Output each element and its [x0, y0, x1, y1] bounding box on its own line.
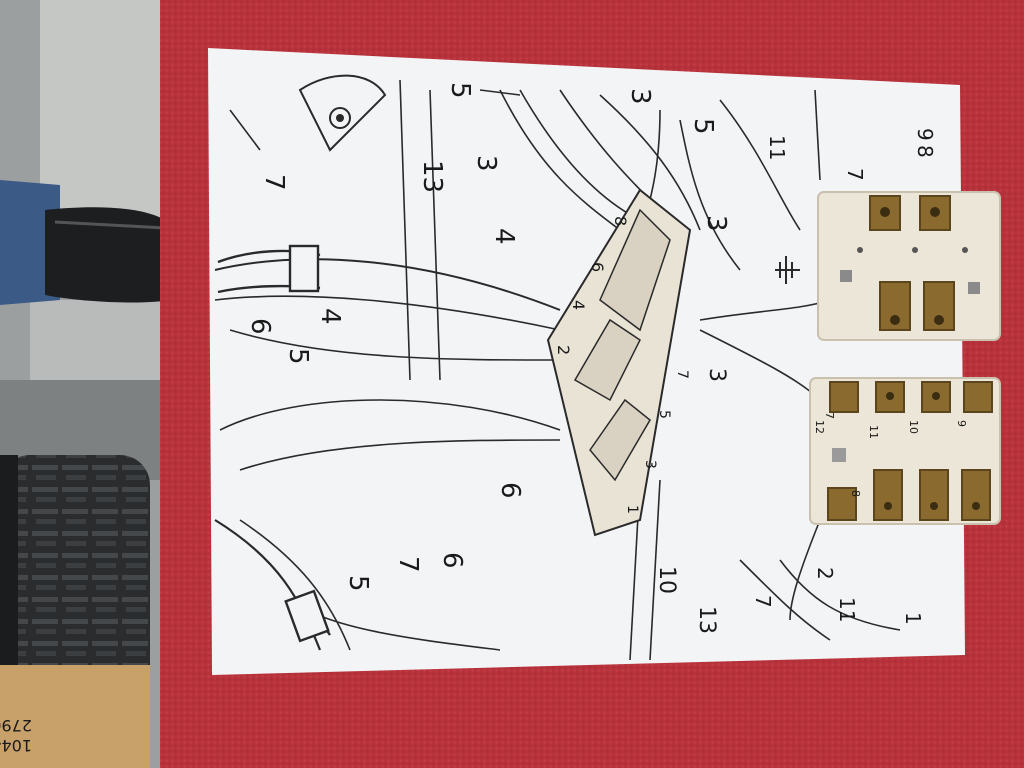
cardboard-box-icon: 1044/02 279000 — [0, 665, 150, 768]
diagram-label: 9 — [913, 128, 937, 141]
box-text-line1: 1044/02 — [0, 736, 32, 755]
grommet-part — [298, 74, 387, 152]
diagram-label: 13 — [417, 160, 447, 193]
block-label: 1 — [624, 505, 640, 514]
diagram-label: 3 — [471, 155, 501, 172]
diagram-labels: 7 5 3 13 3 5 11 9 8 7 3 4 6 4 5 3 6 6 7 … — [245, 82, 937, 634]
diagram-label: 5 — [688, 118, 718, 135]
diagram-label: 5 — [343, 575, 373, 592]
diagram-label: 1 — [901, 612, 925, 625]
diagram-label: 4 — [315, 308, 345, 325]
diagram-label: 13 — [694, 606, 719, 634]
block-label: 2 — [554, 345, 573, 355]
ground-symbol-icon — [775, 256, 800, 284]
fuse-label: 10 — [907, 420, 920, 434]
diagram-label: 6 — [495, 482, 525, 499]
fuse-block: 7 12 11 10 9 8 — [809, 377, 1001, 525]
diagram-label: 3 — [704, 368, 729, 382]
diagram-label: 3 — [701, 215, 731, 232]
diagram-label: 7 — [393, 556, 423, 573]
block-label: 4 — [569, 300, 588, 310]
diagram-label: 7 — [259, 174, 289, 191]
concrete-slab — [40, 0, 180, 220]
diagram-label: 11 — [835, 597, 859, 622]
box-text-line2: 279000 — [0, 716, 32, 735]
diagram-label: 10 — [654, 566, 679, 594]
wiring-lines — [214, 79, 901, 661]
shoe-icon — [0, 180, 172, 305]
diagram-label: 11 — [765, 135, 789, 160]
diagram-block-labels: 8 6 4 2 7 5 3 1 — [554, 216, 690, 514]
cable-bundles — [217, 244, 331, 643]
diagram-label: 6 — [245, 318, 275, 335]
concrete-slab-lower — [30, 300, 180, 380]
block-label: 3 — [642, 460, 658, 469]
diagram-label: 5 — [445, 82, 475, 99]
block-label: 7 — [674, 370, 690, 379]
fuse-label: 7 — [823, 412, 836, 419]
fuse-label: 12 — [813, 420, 826, 434]
diagram-label: 7 — [751, 595, 775, 608]
connector-block-top — [817, 191, 1001, 341]
block-label: 6 — [588, 262, 607, 272]
tire-icon — [0, 455, 150, 705]
block-label: 5 — [656, 410, 672, 419]
diagram-label: 7 — [843, 168, 867, 181]
diagram-label: 6 — [437, 552, 467, 569]
fuse-label: 8 — [849, 490, 862, 497]
diagram-terminal-block — [546, 188, 692, 537]
fuse-label: 11 — [867, 425, 880, 439]
diagram-label: 8 — [913, 145, 937, 158]
block-label: 8 — [611, 216, 630, 226]
fuse-label: 9 — [955, 420, 968, 427]
diagram-label: 3 — [625, 88, 655, 105]
diagram-label: 5 — [283, 348, 313, 365]
diagram-label: 4 — [489, 228, 519, 245]
diagram-label: 2 — [813, 567, 837, 580]
